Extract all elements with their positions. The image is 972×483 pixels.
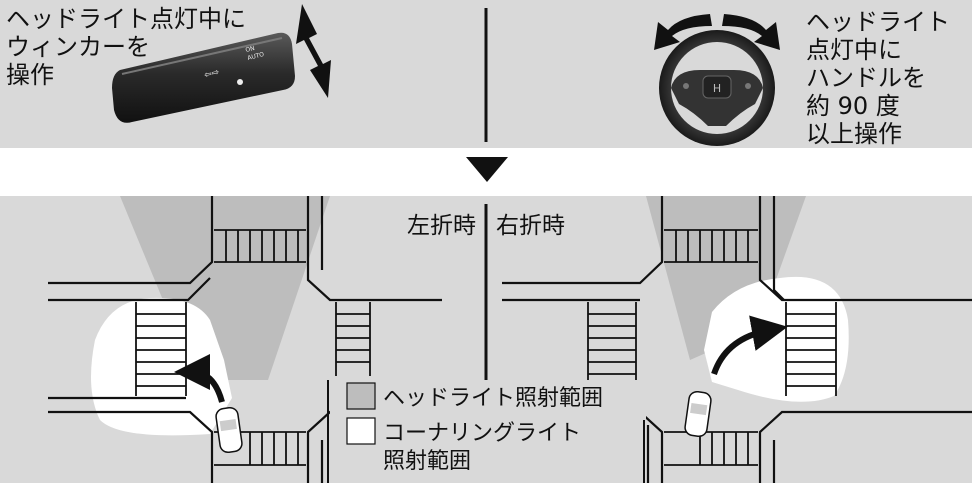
stalk-auto-label: AUTO bbox=[247, 51, 265, 62]
legend-cornering-label-2: 照射範囲 bbox=[383, 449, 471, 474]
left-turn-arrow-icon bbox=[174, 354, 225, 403]
stalk-arrow-icon bbox=[296, 4, 331, 98]
right-caption-line-3: ハンドルを bbox=[806, 64, 926, 92]
rotate-left-arrow-icon bbox=[654, 14, 712, 50]
left-caption-line-1: ヘッドライト点灯中に bbox=[6, 5, 246, 33]
right-headlight-beam bbox=[646, 196, 806, 360]
left-car bbox=[215, 406, 243, 454]
steering-wheel: H bbox=[659, 30, 775, 146]
stalk-signal-label: ⇦⇨ bbox=[203, 67, 220, 80]
left-caption-line-2: ウィンカーを bbox=[6, 33, 150, 61]
stalk-move-arrows bbox=[296, 4, 331, 98]
down-triangle-icon bbox=[466, 157, 508, 182]
left-caption: ヘッドライト点灯中に ウィンカーを 操作 bbox=[6, 5, 246, 89]
legend: ヘッドライト照射範囲 コーナリングライト 照射範囲 bbox=[327, 380, 646, 483]
left-intersection bbox=[48, 196, 442, 483]
left-cornering-area bbox=[91, 297, 232, 436]
right-car bbox=[684, 390, 712, 438]
wheel-logo-icon: H bbox=[713, 82, 721, 95]
legend-cornering-swatch bbox=[346, 417, 376, 445]
right-caption: ヘッドライト 点灯中に ハンドルを 約 90 度 以上操作 bbox=[806, 8, 950, 148]
wheel-rotate-arrows bbox=[654, 14, 780, 50]
legend-headlight-label: ヘッドライト照射範囲 bbox=[383, 386, 603, 411]
right-caption-line-4: 約 90 度 bbox=[806, 92, 900, 120]
legend-headlight-swatch bbox=[346, 382, 376, 410]
turn-signal-stalk: ⇦⇨ AUTO ON bbox=[112, 32, 295, 123]
right-caption-line-1: ヘッドライト bbox=[806, 8, 950, 36]
stalk-on-label: ON bbox=[245, 45, 256, 54]
left-turn-title: 左折時 bbox=[407, 213, 476, 239]
light-icon bbox=[237, 79, 243, 85]
legend-cornering-label-1: コーナリングライト bbox=[383, 421, 581, 446]
right-turn-arrow-icon bbox=[711, 315, 788, 376]
left-headlight-beam bbox=[120, 196, 330, 380]
rotate-right-arrow-icon bbox=[722, 14, 780, 50]
right-caption-line-5: 以上操作 bbox=[806, 120, 902, 148]
right-turn-title: 右折時 bbox=[496, 213, 565, 239]
left-caption-line-3: 操作 bbox=[6, 61, 54, 89]
right-caption-line-2: 点灯中に bbox=[806, 36, 902, 64]
